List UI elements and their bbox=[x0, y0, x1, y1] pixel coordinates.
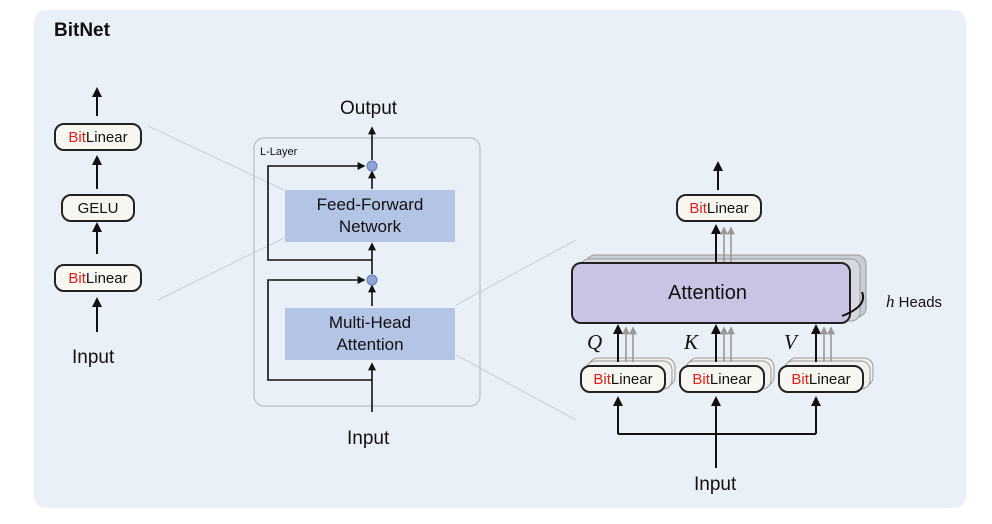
multi-head-attention-block: Multi-Head Attention bbox=[285, 308, 455, 360]
attention-head-arrows bbox=[622, 226, 835, 362]
l-layer-label: L-Layer bbox=[260, 146, 298, 158]
k-label: K bbox=[684, 330, 699, 354]
attention-input-label: Input bbox=[694, 474, 737, 495]
attention-label: Attention bbox=[668, 282, 747, 304]
diagram-title: BitNet bbox=[54, 20, 110, 41]
transformer-input-label: Input bbox=[347, 428, 390, 449]
output-label: Output bbox=[340, 98, 398, 119]
gelu-box: GELU bbox=[61, 194, 135, 222]
heads-brace bbox=[841, 291, 864, 317]
residual-add-node-mha bbox=[366, 274, 378, 286]
attention-arrows bbox=[613, 161, 821, 468]
attention-box bbox=[571, 262, 851, 324]
l-layer-container bbox=[253, 137, 481, 407]
v-label: V bbox=[784, 330, 797, 354]
feed-forward-network-block: Feed-Forward Network bbox=[285, 190, 455, 242]
heads-label: h Heads bbox=[886, 292, 943, 311]
transformer-arrows bbox=[267, 126, 376, 412]
zoom-guide-lines bbox=[147, 125, 577, 421]
ffn-input-label: Input bbox=[72, 347, 115, 368]
residual-add-node-ffn bbox=[366, 160, 378, 172]
q-label: Q bbox=[587, 330, 603, 354]
